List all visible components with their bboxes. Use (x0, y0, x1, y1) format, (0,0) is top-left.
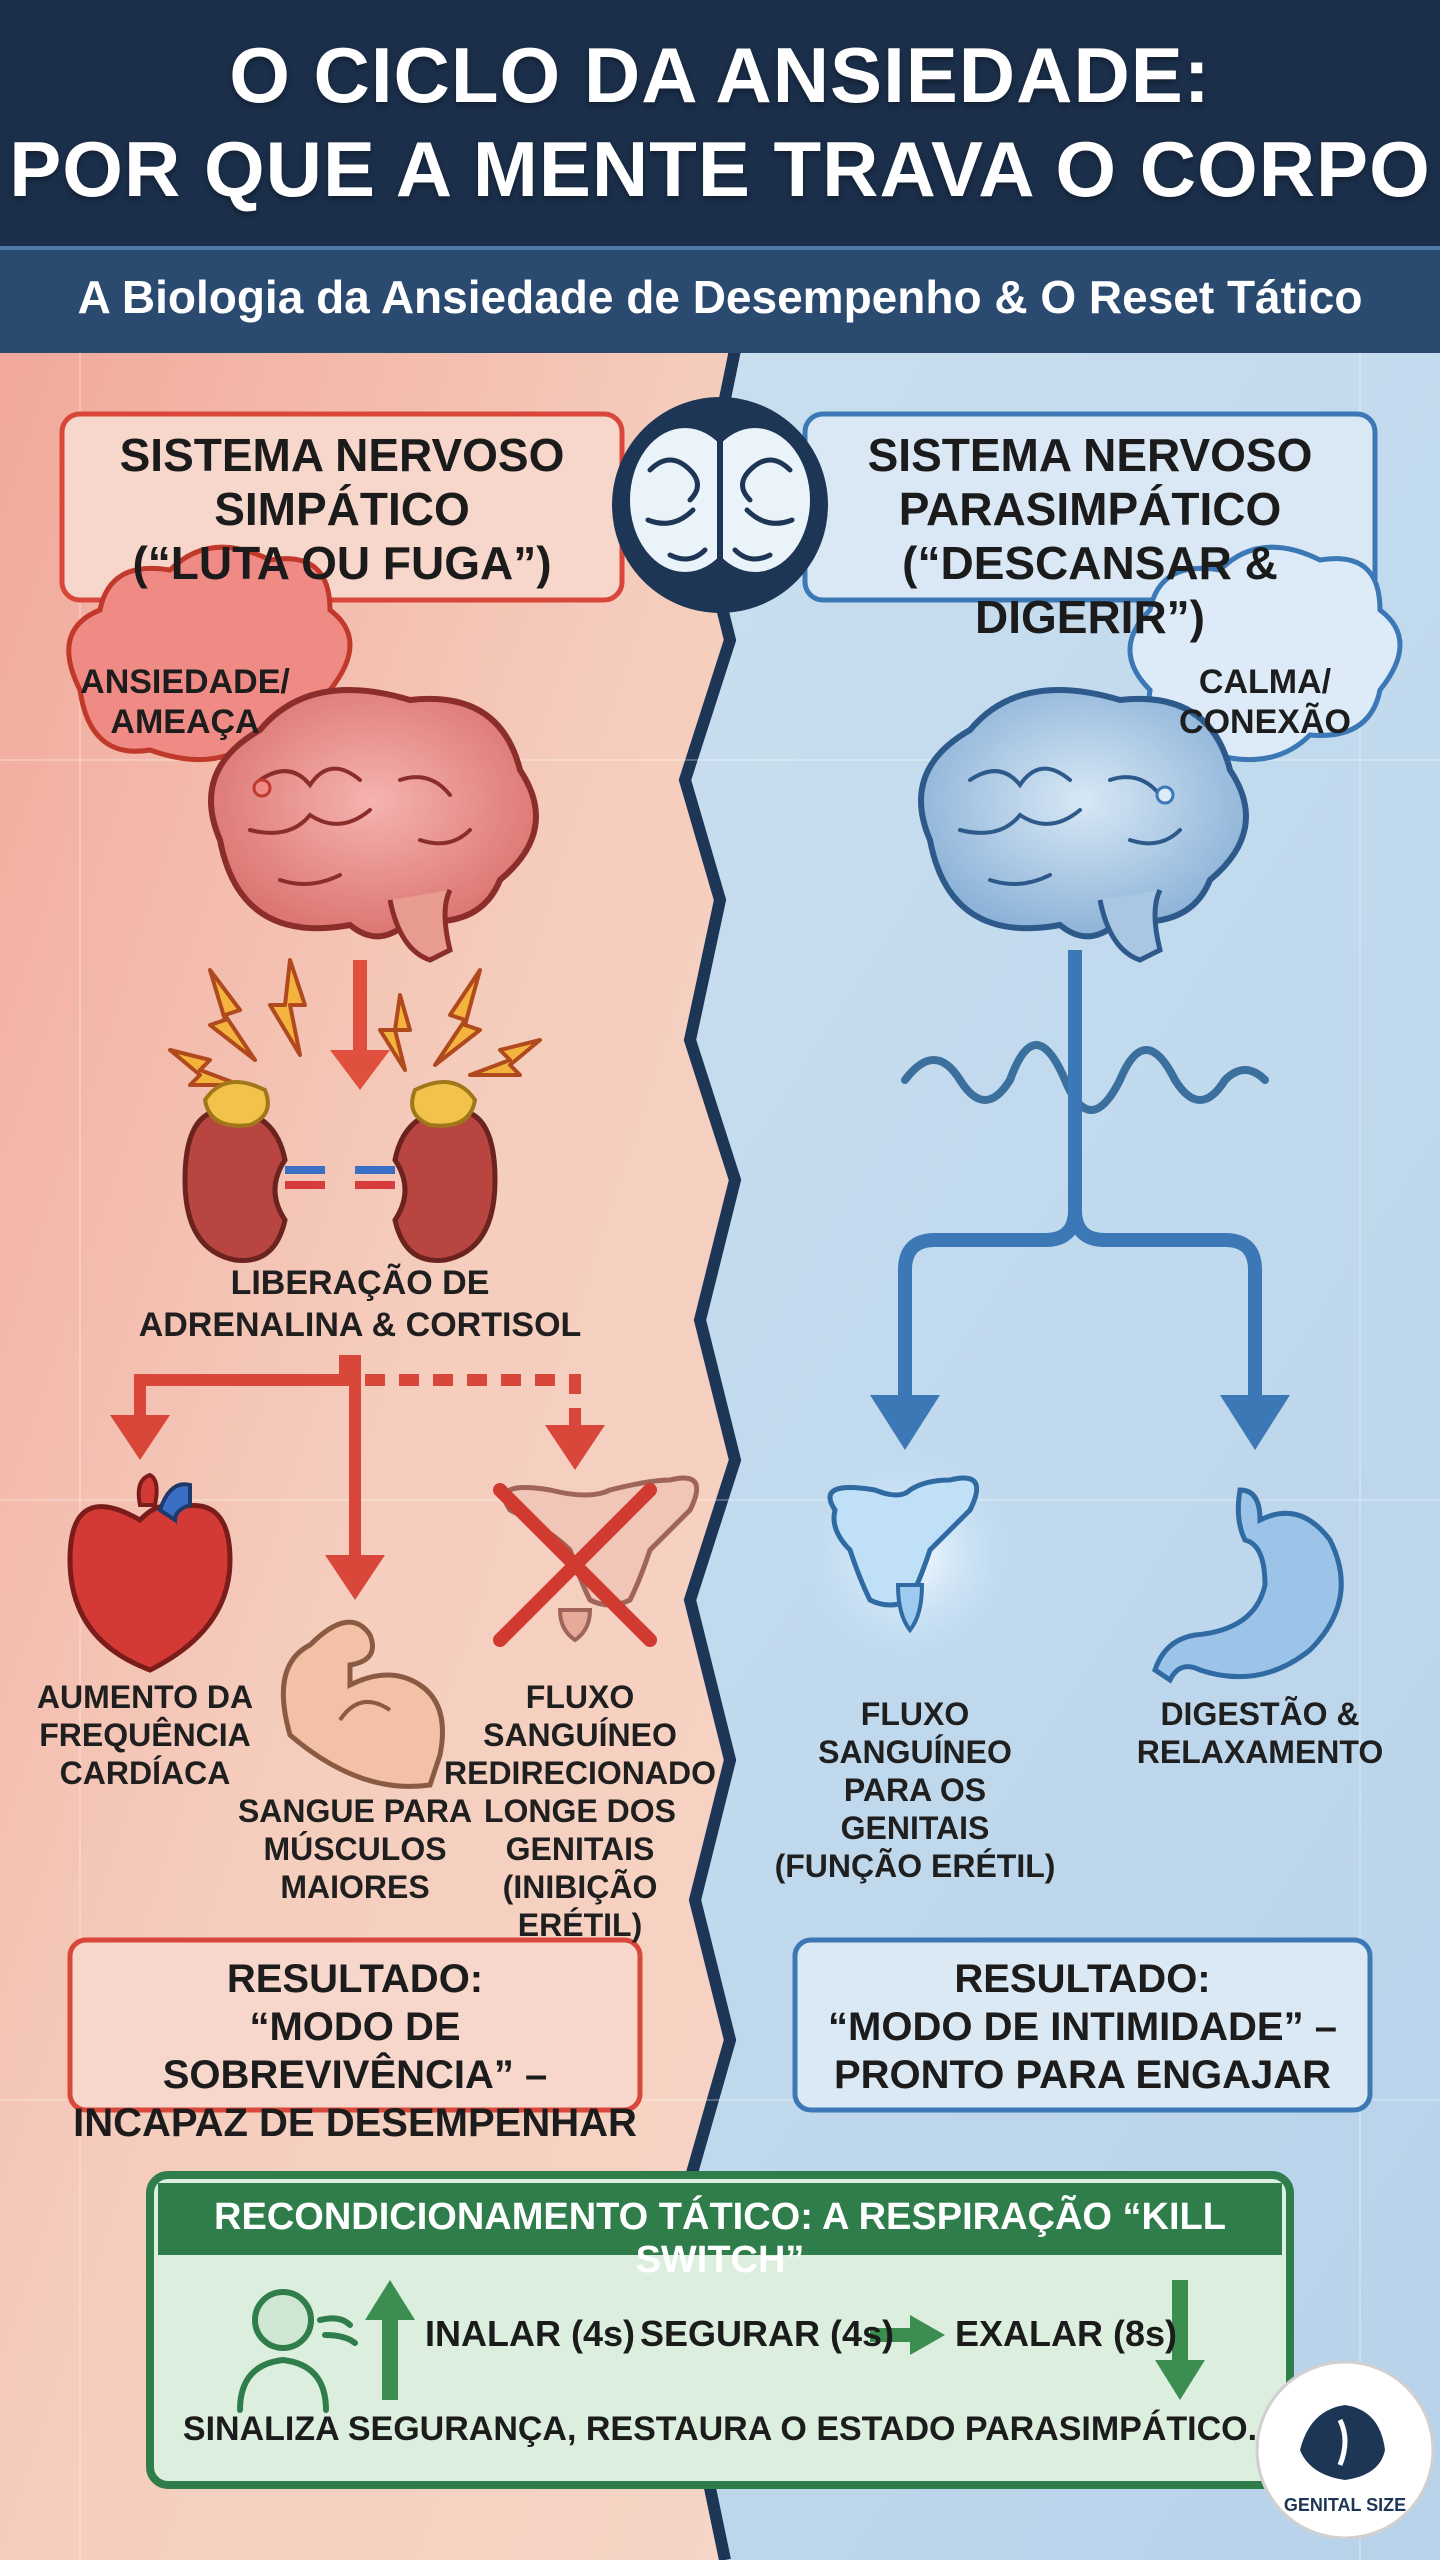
red-brain-icon (208, 687, 539, 963)
heart-rate-label: AUMENTO DA FREQUÊNCIA CARDÍACA (36, 1679, 254, 1791)
page-title-line2: POR QUE A MENTE TRAVA O CORPO (9, 125, 1431, 213)
redirected-flow-label: FLUXO SANGUÍNEO REDIRECIONADO LONGE DOS … (443, 1679, 716, 1943)
calm-bubble (1127, 544, 1403, 763)
inhale-step: INALAR (4s) (425, 2313, 636, 2354)
inhibited-genital-icon (493, 1475, 700, 1647)
healthy-genital-icon (800, 1445, 1020, 1665)
kidney-icons (182, 1080, 498, 1263)
parasympathetic-title: SISTEMA NERVOSO PARASIMPÁTICO (“DESCANSA… (867, 429, 1313, 643)
anxiety-bubble-label: ANSIEDADE/ AMEAÇA (80, 663, 290, 741)
hormone-release-label: LIBERAÇÃO DE ADRENALINA & CORTISOL (138, 1264, 582, 1344)
breathing-footer: SINALIZA SEGURANÇA, RESTAURA O ESTADO PA… (182, 2410, 1258, 2448)
exhale-step: EXALAR (8s) (955, 2313, 1178, 2354)
calm-bubble-label: CALMA/ CONEXÃO (1179, 663, 1351, 741)
anxiety-bubble (66, 544, 353, 763)
sympathetic-title: SISTEMA NERVOSO SIMPÁTICO (“LUTA OU FUGA… (119, 429, 565, 589)
left-result-box (67, 1937, 643, 2113)
heart-icon (67, 1472, 233, 1673)
genital-flow-label: FLUXO SANGUÍNEO PARA OS GENITAIS (FUNÇÃO… (774, 1696, 1056, 1884)
lightning-icons (168, 958, 542, 1087)
digestion-label: DIGESTÃO & RELAXAMENTO (1136, 1696, 1384, 1770)
right-result-box (792, 1937, 1373, 2113)
muscle-blood-label: SANGUE PARA MÚSCULOS MAIORES (237, 1793, 473, 1905)
muscle-arm-icon (280, 1619, 445, 1789)
stomach-icon (1152, 1487, 1344, 1684)
breathing-title: RECONDICIONAMENTO TÁTICO: A RESPIRAÇÃO “… (214, 2196, 1226, 2281)
page-subtitle: A Biologia da Ansiedade de Desempenho & … (77, 271, 1363, 323)
logo-text: GENITAL SIZE (1283, 2495, 1407, 2515)
hold-step: SEGURAR (4s) (640, 2313, 895, 2354)
central-brain-icon (612, 397, 828, 613)
right-result-text: RESULTADO: “MODO DE INTIMIDADE” – PRONTO… (828, 1957, 1337, 2097)
left-result-text: RESULTADO: “MODO DE SOBREVIVÊNCIA” – INC… (73, 1957, 637, 2145)
blue-brain-icon (918, 687, 1249, 963)
logo-badge (1255, 2360, 1435, 2540)
page-title-line1: O CICLO DA ANSIEDADE: (229, 31, 1211, 119)
calm-wave (901, 1041, 1269, 1114)
breathing-person-icon (237, 2289, 358, 2413)
